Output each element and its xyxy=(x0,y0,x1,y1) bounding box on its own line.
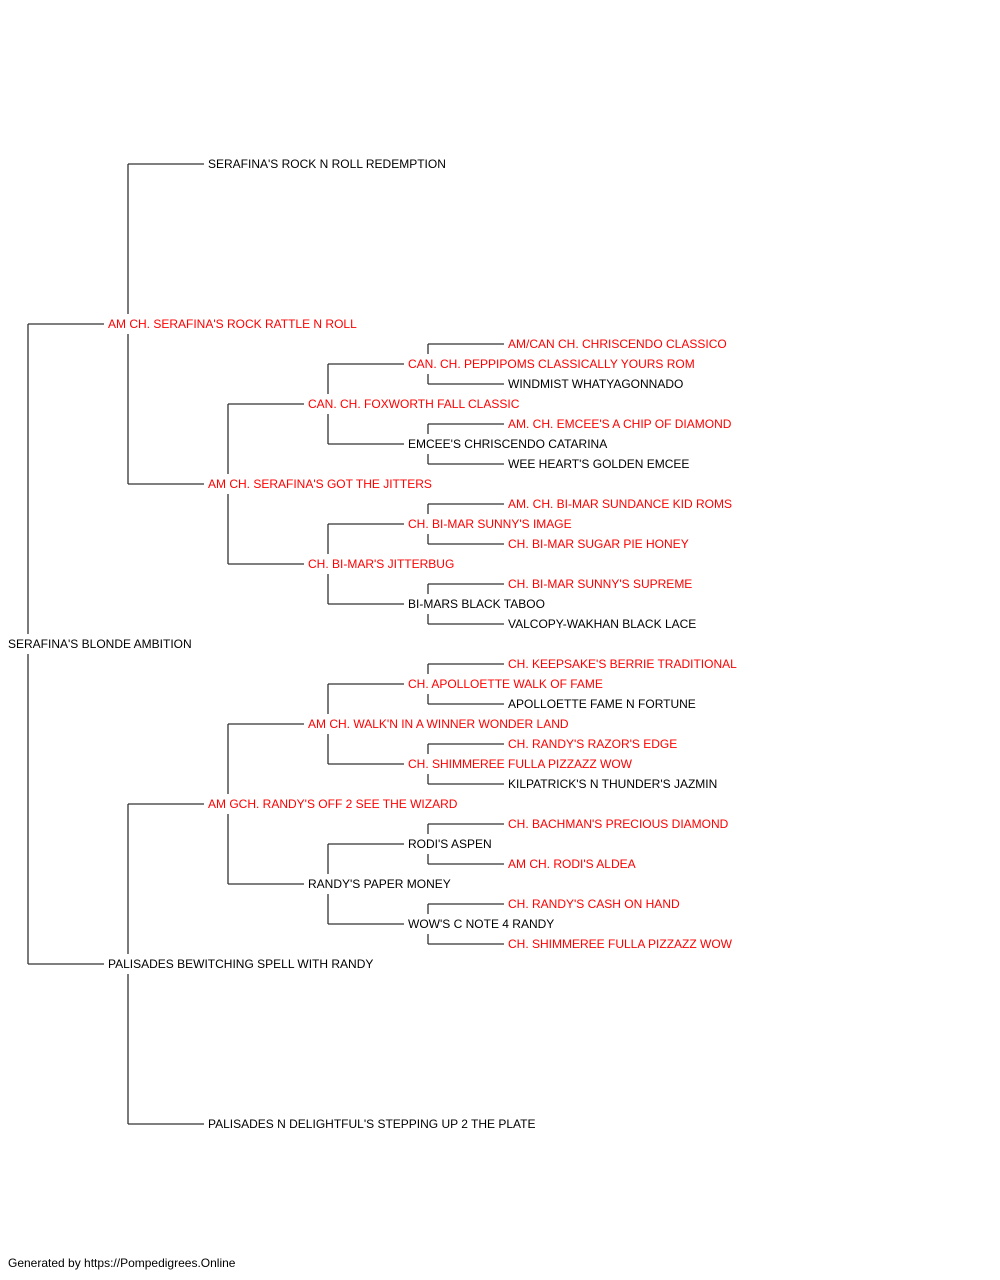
dog-name-root-dam-sire-dam: RANDY'S PAPER MONEY xyxy=(308,877,451,891)
dog-name-root-dam-sire: AM GCH. RANDY'S OFF 2 SEE THE WIZARD xyxy=(208,797,458,811)
dog-name-root-sire-dam-dam-sire-sire: AM. CH. BI-MAR SUNDANCE KID ROMS xyxy=(508,497,732,511)
dog-name-root-sire-dam: AM CH. SERAFINA'S GOT THE JITTERS xyxy=(208,477,432,491)
dog-name-root-dam-sire-sire-dam-dam: KILPATRICK'S N THUNDER'S JAZMIN xyxy=(508,777,717,791)
dog-name-root-sire-dam-sire-sire-dam: WINDMIST WHATYAGONNADO xyxy=(508,377,683,391)
dog-name-root-sire-sire: SERAFINA'S ROCK N ROLL REDEMPTION xyxy=(208,157,446,171)
dog-name-root-dam-sire-dam-sire: RODI'S ASPEN xyxy=(408,837,492,851)
pedigree-tree: SERAFINA'S BLONDE AMBITION AM CH. SERAFIN… xyxy=(8,157,737,1131)
dog-name-root-dam-sire-sire-dam: CH. SHIMMEREE FULLA PIZZAZZ WOW xyxy=(408,757,633,771)
dog-name-root-dam-sire-dam-sire-sire: CH. BACHMAN'S PRECIOUS DIAMOND xyxy=(508,817,729,831)
dog-name-root-dam-sire-sire-dam-sire: CH. RANDY'S RAZOR'S EDGE xyxy=(508,737,677,751)
dog-name-root-sire-dam-dam-dam-dam: VALCOPY-WAKHAN BLACK LACE xyxy=(508,617,696,631)
footer-credit: Generated by https://Pompedigrees.Online xyxy=(8,1256,236,1270)
dog-name-root-sire-dam-sire-sire-sire: AM/CAN CH. CHRISCENDO CLASSICO xyxy=(508,337,727,351)
dog-name-root-sire-dam-sire-sire: CAN. CH. PEPPIPOMS CLASSICALLY YOURS ROM xyxy=(408,357,695,371)
dog-name-root-sire: AM CH. SERAFINA'S ROCK RATTLE N ROLL xyxy=(108,317,357,331)
dog-name-root-dam-dam: PALISADES N DELIGHTFUL'S STEPPING UP 2 T… xyxy=(208,1117,536,1131)
dog-name-root-sire-dam-dam-dam: BI-MARS BLACK TABOO xyxy=(408,597,545,611)
dog-name-root-dam-sire-sire-sire-sire: CH. KEEPSAKE'S BERRIE TRADITIONAL xyxy=(508,657,737,671)
dog-name-root-sire-dam-dam-sire: CH. BI-MAR SUNNY'S IMAGE xyxy=(408,517,572,531)
dog-name-root-sire-dam-dam-sire-dam: CH. BI-MAR SUGAR PIE HONEY xyxy=(508,537,689,551)
dog-name-root-sire-dam-sire-dam: EMCEE'S CHRISCENDO CATARINA xyxy=(408,437,607,451)
dog-name-root-sire-dam-sire: CAN. CH. FOXWORTH FALL CLASSIC xyxy=(308,397,520,411)
dog-name-root-dam-sire-dam-sire-dam: AM CH. RODI'S ALDEA xyxy=(508,857,636,871)
dog-name-root-sire-dam-dam-dam-sire: CH. BI-MAR SUNNY'S SUPREME xyxy=(508,577,692,591)
dog-name-root-dam-sire-sire-sire: CH. APOLLOETTE WALK OF FAME xyxy=(408,677,603,691)
dog-name-root: SERAFINA'S BLONDE AMBITION xyxy=(8,637,192,651)
dog-name-root-sire-dam-sire-dam-dam: WEE HEART'S GOLDEN EMCEE xyxy=(508,457,689,471)
dog-name-root-dam-sire-dam-dam-sire: CH. RANDY'S CASH ON HAND xyxy=(508,897,680,911)
dog-name-root-sire-dam-sire-dam-sire: AM. CH. EMCEE'S A CHIP OF DIAMOND xyxy=(508,417,732,431)
dog-name-root-dam-sire-sire-sire-dam: APOLLOETTE FAME N FORTUNE xyxy=(508,697,696,711)
dog-name-root-dam: PALISADES BEWITCHING SPELL WITH RANDY xyxy=(108,957,373,971)
dog-name-root-dam-sire-dam-dam-dam: CH. SHIMMEREE FULLA PIZZAZZ WOW xyxy=(508,937,733,951)
dog-name-root-sire-dam-dam: CH. BI-MAR'S JITTERBUG xyxy=(308,557,454,571)
dog-name-root-dam-sire-dam-dam: WOW'S C NOTE 4 RANDY xyxy=(408,917,554,931)
dog-name-root-dam-sire-sire: AM CH. WALK'N IN A WINNER WONDER LAND xyxy=(308,717,569,731)
